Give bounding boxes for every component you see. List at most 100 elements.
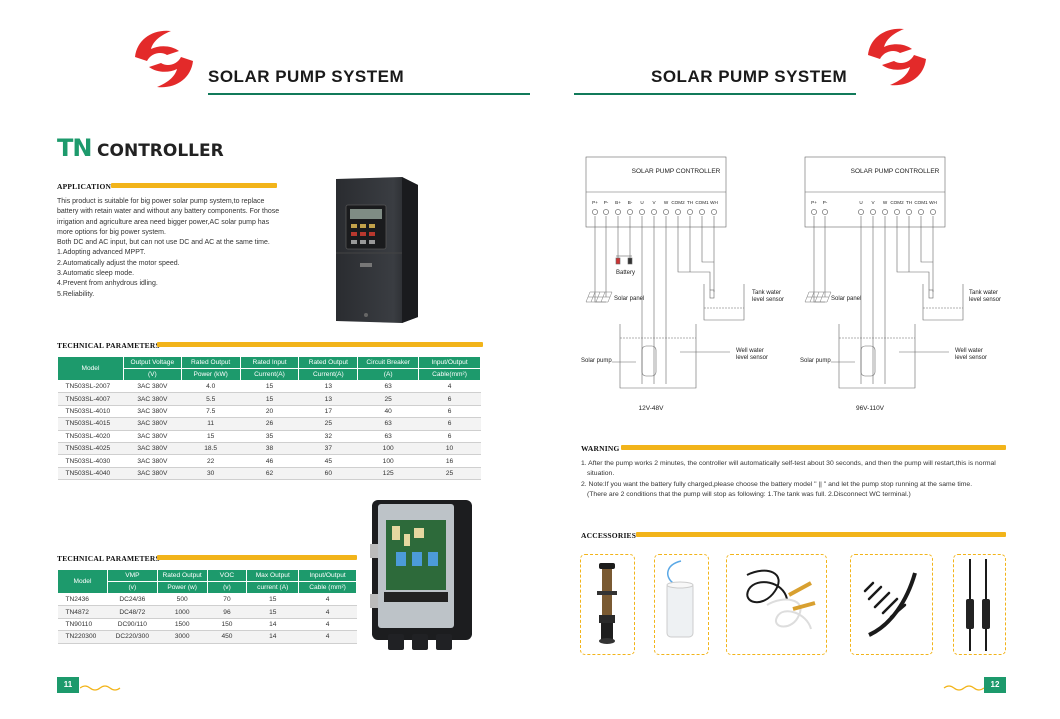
tech1-heading: TECHNICAL PARAMETERS [57,341,160,350]
controller-label: SOLAR PUMP CONTROLLER [851,168,940,175]
value-cell: 3AC 380V [123,417,182,431]
terminal-screw [675,209,681,215]
application-line: 5.Reliability. [57,290,95,298]
accessory-cable-kit [726,554,827,655]
warning-line: 1. After the pump works 2 minutes, the c… [581,460,996,467]
value-cell: 45 [298,454,358,468]
accessory-level-switch [654,554,709,655]
value-cell: 25 [357,392,419,406]
tech1-header: Rated Output [298,356,359,369]
model-cell: TN4872 [57,605,108,619]
value-cell: 100 [357,442,419,456]
controller-label: SOLAR PUMP CONTROLLER [632,168,721,175]
terminal-screw [639,209,645,215]
model-cell: TN503SL-4015 [57,417,124,431]
value-cell: 70 [207,593,247,607]
application-line: more options for big power system. [57,228,166,236]
terminal-label: V [871,200,875,205]
value-cell: 37 [298,442,358,456]
application-line: 4.Prevent from anhydrous idling. [57,280,158,288]
terminal-label: WH [929,200,937,205]
solar-panel-label: Solar panel [614,296,644,302]
application-text: This product is suitable for big power s… [57,197,297,300]
value-cell: DC48/72 [107,605,158,619]
value-cell: 150 [207,618,247,632]
wave-left [80,685,121,691]
heat-shrink-icon [863,572,917,637]
value-cell: 7.5 [181,405,241,419]
value-cell: 30 [181,467,241,481]
tech2-subheader: (v) [206,581,248,594]
tech2-header: Input/Output [298,569,357,582]
tech1-header: Rated Output [180,356,241,369]
value-cell: 62 [240,467,299,481]
terminal-screw [615,209,621,215]
voltage-label: 96V-110V [856,405,885,412]
value-cell: DC24/36 [107,593,158,607]
terminal-screw [711,209,717,215]
tech1-header: Input/Output [418,356,481,369]
tech1-header: Circuit Breaker [357,356,420,369]
terminal-label: COM1 [695,200,709,205]
accessories-heading: ACCESSORIES [581,531,637,540]
value-cell: 4 [298,618,357,632]
value-cell: 40 [357,405,419,419]
model-cell: TN503SL-4010 [57,405,124,419]
value-cell: 4 [418,380,481,394]
value-cell: 6 [418,392,481,406]
value-cell: 20 [240,405,299,419]
level-switch-icon [666,560,694,638]
logo-right [868,28,926,86]
value-cell: 15 [240,380,299,394]
tech1-subheader: Current(A) [239,368,300,381]
tank-sensor-label: Tank water [969,290,998,296]
terminal-screw [663,209,669,215]
terminal-label: TH [906,200,912,205]
value-cell: 96 [207,605,247,619]
model-cell: TN503SL-2007 [57,380,124,394]
well-sensor-label: level sensor [736,355,768,361]
terminal-screw [687,209,693,215]
battery-label: Battery [616,270,635,276]
tech2-header: VOC [206,569,248,582]
tech2-col-model: Model [57,569,108,594]
value-cell: 3AC 380V [123,442,182,456]
terminal-label: P- [604,200,609,205]
tank-sensor-label: level sensor [752,297,784,303]
wave-right [943,685,984,691]
accessories-bar [636,532,1006,537]
model-cell: TN503SL-4030 [57,454,124,468]
tank-sensor-label: level sensor [969,297,1001,303]
value-cell: 17 [298,405,358,419]
application-line: battery with retain water and without an… [57,208,280,216]
value-cell: 4 [298,605,357,619]
warning-line: (There are 2 conditions that the pump wi… [587,490,911,498]
application-line: irrigation and agriculture area need big… [57,218,270,226]
tech2-table: Model VMP Rated Output VOC Max Output In… [57,569,357,644]
logo-left [135,30,193,88]
value-cell: 4 [298,630,357,644]
value-cell: DC90/110 [107,618,158,632]
model-cell: TN503SL-4025 [57,442,124,456]
terminal-screw [882,209,888,215]
value-cell: 15 [181,430,241,443]
terminal-screw [894,209,900,215]
application-line: 1.Adopting advanced MPPT. [57,249,146,257]
tech1-bar [157,342,483,347]
tank-sensor-label: Tank water [752,290,781,296]
tech2-subheader: Cable (mm²) [298,581,357,594]
terminal-screw [930,209,936,215]
model-cell: TN503SL-4040 [57,467,124,481]
well-sensor-label: level sensor [955,355,987,361]
inverter-image [336,177,418,323]
dc-controller-image [370,500,472,650]
value-cell: 3AC 380V [123,454,182,468]
